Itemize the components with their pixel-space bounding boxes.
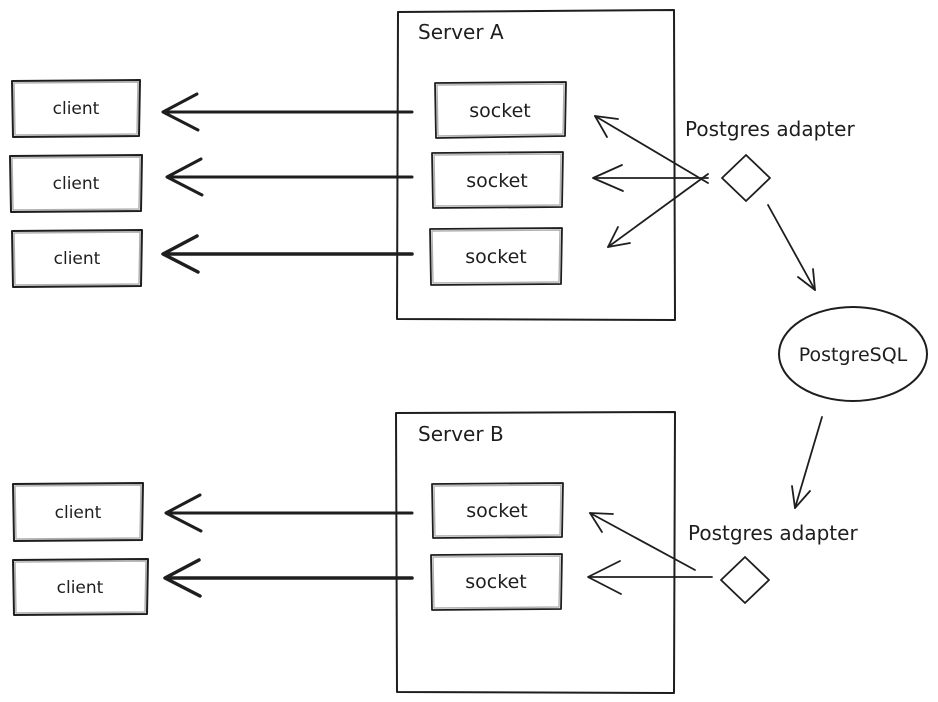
server-a-socket-2: socket [431,151,564,209]
client-label: client [53,174,100,194]
socket-box-sketch [436,83,565,137]
client-box [12,558,149,616]
socket-box [431,151,564,209]
arrow-adapter-b-to-socket1 [589,512,696,571]
postgresql-ellipse [778,306,928,402]
postgres-adapter-label: Postgres adapter [688,521,858,545]
arrow-adapter-a-to-postgresql [767,204,816,291]
arrow-head [161,234,200,274]
postgres-adapter-b: Postgres adapter [688,521,858,604]
client-b-2: client [12,558,149,616]
server-b-socket-2: socket [430,553,563,611]
client-b-1: client [12,482,144,542]
client-box-sketch [13,231,141,286]
socket-label: socket [465,246,526,268]
server-b-box [395,411,676,694]
postgresql: PostgreSQL [778,306,928,402]
socket-box-sketch [433,153,562,207]
postgres-adapter-a: Postgres adapter [685,117,855,202]
socket-box [429,227,563,286]
server-b-group: Server B socket socket [395,411,676,694]
client-label: client [55,503,102,523]
socket-label: socket [469,100,530,122]
socket-box [430,553,563,611]
arrow-line [589,512,696,571]
client-box-sketch [13,81,139,136]
arrow-line [794,416,823,509]
server-a-socket-1: socket [434,81,567,139]
arrow-line [607,173,709,248]
arrow-socket3-to-client3 [161,234,414,274]
client-box-sketch [14,484,142,540]
server-a-label: Server A [418,20,504,44]
postgresql-label: PostgreSQL [799,344,908,366]
postgres-adapter-diamond [720,556,770,604]
client-box [11,229,143,288]
client-a-3: client [11,229,143,288]
arrow-adapter-b-to-socket2 [587,560,713,595]
arrow-head [607,226,631,248]
arrow-line [594,115,709,184]
server-b-label: Server B [418,422,504,446]
arrow-head [587,560,622,595]
postgres-adapter-diamond [721,154,771,202]
client-box-sketch [11,156,141,211]
client-box-sketch [14,560,147,614]
socket-box-sketch [433,484,562,537]
socket-box [434,81,567,139]
arrow-head [791,485,811,509]
socket-label: socket [465,571,526,593]
arrow-socket2-to-client2 [165,157,414,197]
server-a-group: Server A socket socket socket [396,9,676,321]
socket-label: socket [466,500,527,522]
arrow-adapter-a-to-socket1 [594,115,709,184]
arrow-adapter-a-to-socket2 [592,164,709,192]
arrow-head [161,92,200,132]
arrow-socketb1-to-client1 [164,493,414,533]
server-b-socket-1: socket [431,482,564,539]
client-label: client [57,578,104,598]
server-a-socket-3: socket [429,227,563,286]
arrow-line [767,204,816,291]
arrow-head [164,493,203,533]
arrow-head [592,164,624,192]
socket-box [431,482,564,539]
client-a-1: client [11,79,141,138]
client-box [9,154,143,213]
arrow-head [594,115,619,138]
arrow-adapter-a-to-socket3 [607,173,709,248]
socket-label: socket [466,170,527,192]
arrow-head [589,512,614,533]
postgres-adapter-label: Postgres adapter [685,117,855,141]
client-label: client [53,99,100,119]
client-box [11,79,141,138]
arrow-head [797,268,816,291]
arrow-head [165,157,204,197]
arrow-socketb2-to-client2 [163,558,414,598]
client-a-2: client [9,154,143,213]
client-label: client [54,249,101,269]
socket-box-sketch [431,229,561,284]
client-box [12,482,144,542]
arrow-head [163,558,202,598]
socket-box-sketch [432,555,561,609]
arrow-socket1-to-client1 [161,92,414,132]
server-a-box [396,9,676,321]
arrow-postgresql-to-adapter-b [791,416,823,509]
